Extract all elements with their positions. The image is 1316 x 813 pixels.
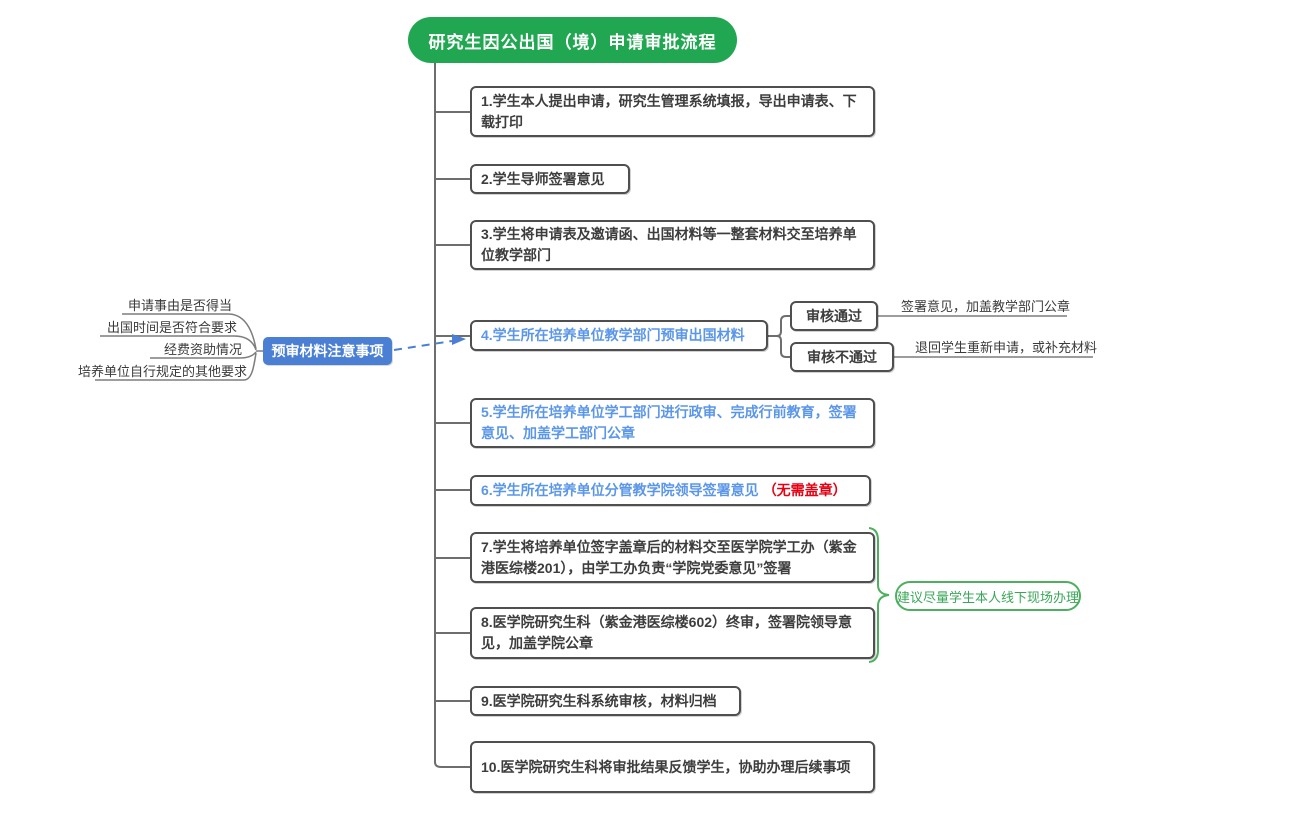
step-text-7: 7.学生将培养单位签字盖章后的材料交至医学院学工办（紫金港医综楼201），由学工… <box>481 538 857 576</box>
arrowhead-icon <box>452 334 466 345</box>
step-node-6[interactable]: 6.学生所在培养单位分管教学院领导签署意见（无需盖章） <box>470 475 871 506</box>
step-node-5[interactable]: 5.学生所在培养单位学工部门进行政审、完成行前教育，签署意见、加盖学工部门公章 <box>470 398 875 448</box>
root-title-node[interactable]: 研究生因公出国（境）申请审批流程 <box>408 17 737 63</box>
step-text-2: 2.学生导师签署意见 <box>481 170 605 187</box>
precheck-item-text-2: 出国时间是否符合要求 <box>106 320 237 335</box>
precheck-item-1[interactable]: 申请事由是否得当 <box>92 298 232 313</box>
review-fail-outcome[interactable]: 退回学生重新申请，或补充材料 <box>915 340 1097 355</box>
step-node-9[interactable]: 9.医学院研究生科系统审核，材料归档 <box>470 686 741 716</box>
precheck-item-text-4: 培养单位自行规定的其他要求 <box>77 364 247 379</box>
leaf-line-4 <box>95 352 257 381</box>
step-node-10[interactable]: 10.医学院研究生科将审批结果反馈学生，协助办理后续事项 <box>470 741 875 793</box>
step-text-1: 1.学生本人提出申请，研究生管理系统填报，导出申请表、下载打印 <box>481 92 857 130</box>
precheck-item-4[interactable]: 培养单位自行规定的其他要求 <box>67 364 247 379</box>
step-node-1[interactable]: 1.学生本人提出申请，研究生管理系统填报，导出申请表、下载打印 <box>470 86 875 137</box>
step-text-9: 9.医学院研究生科系统审核，材料归档 <box>481 692 717 709</box>
precheck-note-node[interactable]: 预审材料注意事项 <box>263 337 392 365</box>
trunk-line <box>434 62 470 768</box>
step-node-8[interactable]: 8.医学院研究生科（紫金港医综楼602）终审，签署院领导意见，加盖学院公章 <box>470 607 875 659</box>
precheck-item-text-1: 申请事由是否得当 <box>127 298 232 313</box>
step-node-7[interactable]: 7.学生将培养单位签字盖章后的材料交至医学院学工办（紫金港医综楼201），由学工… <box>470 532 875 583</box>
step-text-5: 5.学生所在培养单位学工部门进行政审、完成行前教育，签署意见、加盖学工部门公章 <box>481 404 857 441</box>
advice-pill-text: 建议尽量学生本人线下现场办理 <box>897 589 1080 605</box>
step-text-3: 3.学生将申请表及邀请函、出国材料等一整套材料交至培养单位教学部门 <box>481 226 857 263</box>
step-note-6: （无需盖章） <box>762 482 847 498</box>
review-pass-text: 审核通过 <box>806 308 862 324</box>
branch-lines <box>435 111 470 702</box>
step-text-4: 4.学生所在培养单位教学部门预审出国材料 <box>481 327 745 343</box>
precheck-note-text: 预审材料注意事项 <box>271 343 384 359</box>
step-node-3[interactable]: 3.学生将申请表及邀请函、出国材料等一整套材料交至培养单位教学部门 <box>470 220 875 270</box>
step-node-4[interactable]: 4.学生所在培养单位教学部门预审出国材料 <box>470 320 768 351</box>
step-node-2[interactable]: 2.学生导师签署意见 <box>470 164 630 194</box>
review-pass-outcome-text: 签署意见，加盖教学部门公章 <box>901 299 1071 314</box>
precheck-item-3[interactable]: 经费资助情况 <box>97 342 242 357</box>
brace-icon <box>868 527 890 663</box>
review-fail-node[interactable]: 审核不通过 <box>790 342 894 372</box>
dashed-relation-line <box>393 340 453 351</box>
leaf-line-3 <box>150 351 257 359</box>
leaf-line-1 <box>122 313 257 350</box>
review-fail-outcome-text: 退回学生重新申请，或补充材料 <box>915 340 1098 355</box>
review-fail-text: 审核不通过 <box>807 349 877 365</box>
review-pass-outcome[interactable]: 签署意见，加盖教学部门公章 <box>901 299 1070 314</box>
review-elbow-lines <box>768 315 790 358</box>
step-text-10: 10.医学院研究生科将审批结果反馈学生，协助办理后续事项 <box>481 758 851 775</box>
review-pass-node[interactable]: 审核通过 <box>790 301 878 331</box>
precheck-item-2[interactable]: 出国时间是否符合要求 <box>92 320 237 335</box>
step-text-8: 8.医学院研究生科（紫金港医综楼602）终审，签署院领导意见，加盖学院公章 <box>481 614 853 651</box>
step-text-6: 6.学生所在培养单位分管教学院领导签署意见 <box>481 482 759 498</box>
advice-pill-node[interactable]: 建议尽量学生本人线下现场办理 <box>895 581 1081 611</box>
root-title-text: 研究生因公出国（境）申请审批流程 <box>428 32 717 52</box>
precheck-item-text-3: 经费资助情况 <box>163 342 242 357</box>
leaf-line-2 <box>100 335 257 351</box>
